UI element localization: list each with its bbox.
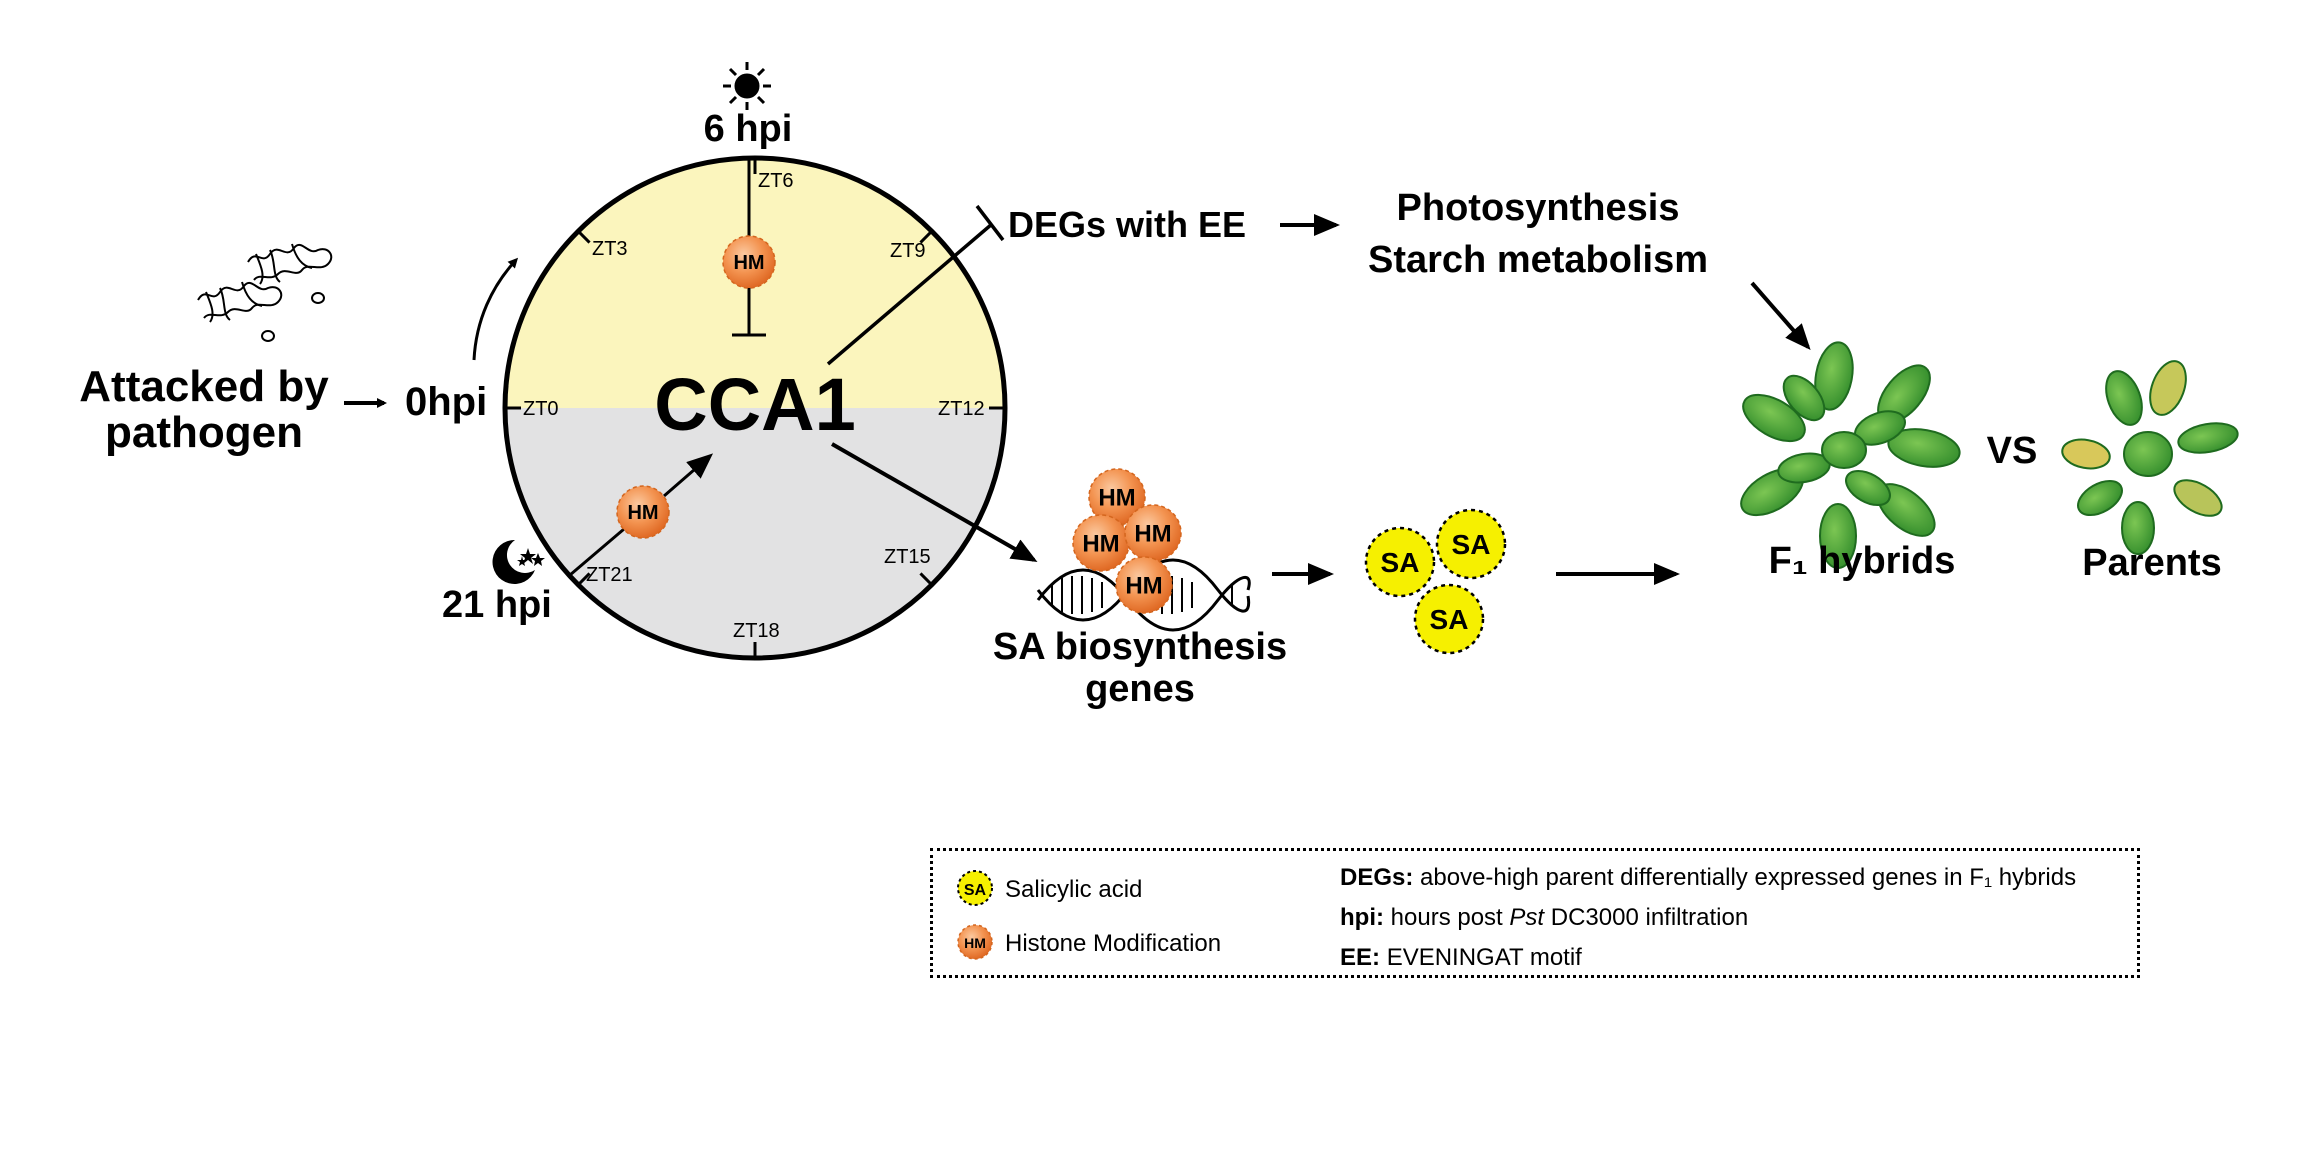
hm-marker: HM [1088,468,1146,526]
legend-hpi-term: hpi: [1340,904,1384,931]
legend-box [930,848,2140,978]
attacked-label: Attacked by pathogen [66,364,342,456]
hm-marker: HM [1072,514,1130,572]
sa-marker: SA [1413,583,1485,655]
hm-marker: HM [1115,556,1173,614]
svg-text:HM: HM [627,502,658,524]
degs-label: DEGs with EE [1008,204,1247,245]
attacked-line1: Attacked by [79,362,329,411]
legend-ee-def: EVENINGAT motif [1386,944,1582,971]
zt18-label: ZT18 [733,620,780,642]
f1-hybrids-label: F₁ hybrids [1768,540,1956,582]
pathogen-icon [197,243,333,342]
svg-text:HM: HM [1134,521,1171,548]
parent-plant-icon [2061,360,2239,555]
cca1-label: CCA1 [654,363,856,446]
vs-label: VS [1986,430,2038,472]
photosynthesis-label: Photosynthesis Starch metabolism [1338,182,1738,286]
legend-hpi-post: DC3000 infiltration [1550,904,1749,931]
legend-ee-term: EE: [1340,944,1381,971]
legend-degs-def: above-high parent differentially express… [1420,864,2077,891]
zt12-label: ZT12 [938,398,985,420]
legend-degs-term: DEGs: [1340,864,1414,891]
zt0-label: ZT0 [523,398,559,420]
sun-icon [723,62,771,110]
moon-icon [492,539,545,584]
cca1-to-sa-arrow [831,442,1038,562]
twentyone-hpi-label: 21 hpi [442,584,552,626]
inhibit-degs-line [826,204,1005,366]
zt15-label: ZT15 [884,546,931,568]
hm-marker: HM [616,485,670,539]
sa-marker: SA [1435,508,1507,580]
svg-text:SA: SA [1381,547,1420,578]
hm-marker: HM [1124,504,1182,562]
hm-marker: HM [722,235,776,289]
svg-text:HM: HM [964,935,986,951]
legend-ee-row: EE: EVENINGAT motif [1340,944,1582,972]
legend-hm-icon: HM [957,924,993,960]
tick-zt21 [577,572,591,586]
svg-text:HM: HM [1125,573,1162,600]
photo-to-plant-arrow [1750,281,1811,351]
svg-text:HM: HM [1082,531,1119,558]
legend-sa-icon: SA [957,870,993,906]
sa-marker: SA [1364,526,1436,598]
legend-hm-text: Histone Modification [1005,930,1222,957]
tick-zt9 [919,230,933,244]
zt3-label: ZT3 [592,238,628,260]
tick-zt15 [919,572,933,586]
zt9-label: ZT9 [890,240,926,262]
clock-ticks [505,158,1005,658]
photosynthesis-line2: Starch metabolism [1368,239,1708,281]
zero-hpi-label: 0hpi [405,380,488,424]
svg-text:SA: SA [1452,529,1491,560]
svg-text:HM: HM [733,252,764,274]
legend-sa-text: Salicylic acid [1005,876,1143,903]
legend-hpi-row: hpi: hours post Pst DC3000 infiltration [1340,904,1748,932]
tick-zt3 [577,230,591,244]
parents-label: Parents [2082,542,2222,584]
legend-degs-row: DEGs: above-high parent differentially e… [1340,864,2076,892]
f1-hybrid-plant-icon [1740,341,1961,569]
zt6-label: ZT6 [758,170,794,192]
svg-text:SA: SA [1430,604,1469,635]
sa-genes-line2: genes [1085,668,1195,710]
legend-hpi-italic: Pst [1509,904,1545,931]
sa-genes-line1: SA biosynthesis [992,626,1288,668]
svg-text:HM: HM [1098,485,1135,512]
salicylic-acid-markers: SA SA SA [1364,508,1507,655]
photosynthesis-line1: Photosynthesis [1396,187,1680,229]
zt21-label: ZT21 [586,564,633,586]
legend-hpi-pre: hours post [1390,904,1503,931]
sa-genes-label: SA biosynthesis genes [960,626,1320,710]
attacked-line2: pathogen [105,408,303,457]
zero-hpi-curve-arrow [472,257,519,361]
six-hpi-label: 6 hpi [703,108,793,150]
svg-text:SA: SA [964,882,987,899]
